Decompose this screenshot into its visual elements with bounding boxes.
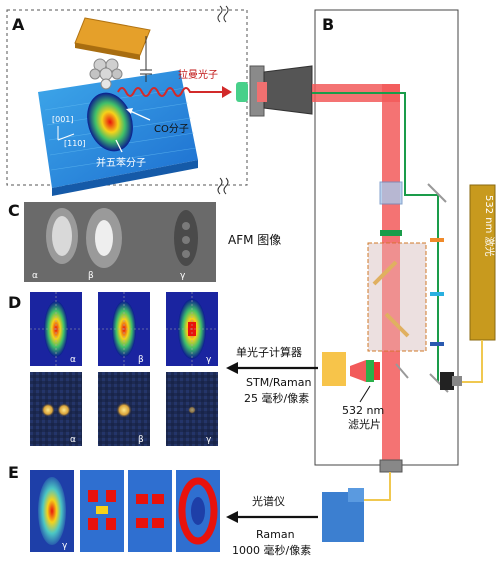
stm-tip	[89, 58, 123, 90]
raman-label-2: 1000 毫秒/像素	[232, 543, 311, 557]
heatmap-gamma-top	[166, 292, 218, 366]
raman-photon-arrow	[222, 86, 232, 98]
pentacene-label: 并五苯分子	[96, 156, 146, 169]
filter-blue	[430, 342, 444, 346]
laser-output-fiber	[452, 376, 462, 386]
filter-pointer	[359, 385, 371, 403]
laser-output	[440, 372, 454, 390]
green-beam	[312, 92, 439, 382]
panel-e-label: E	[8, 463, 19, 482]
afm-caption: AFM 图像	[228, 233, 281, 247]
beam-to-detector	[350, 360, 366, 382]
panel-a-frame	[6, 9, 248, 186]
d-top-label-beta: β	[138, 355, 144, 365]
filter-orange	[430, 238, 444, 242]
filter-532	[366, 360, 374, 382]
raman-photon-wave	[117, 87, 222, 97]
stm-map-beta	[98, 372, 150, 446]
panel-d-label: D	[8, 293, 21, 312]
afm-molecule-gamma	[174, 210, 198, 266]
d-bottom-label-gamma: γ	[206, 435, 212, 445]
raman-map-main	[30, 470, 74, 552]
single-photon-counter-label: 单光子计算器	[236, 345, 302, 359]
substrate-side	[52, 160, 198, 196]
mirror-bottom-left	[395, 363, 409, 379]
beam-splitter-top	[379, 181, 403, 205]
molecule-hotspot	[87, 92, 133, 152]
afm-label-gamma: γ	[180, 271, 186, 281]
break-mark-top	[217, 5, 229, 23]
d-bottom-label-alpha: α	[70, 435, 76, 445]
co-label: CO分子	[154, 123, 189, 135]
spectrometer-port	[348, 488, 364, 502]
spectrometer-fiber	[364, 472, 391, 501]
single-photon-detector	[322, 352, 346, 386]
afm-molecule-alpha	[46, 208, 78, 264]
filter-532-red	[374, 362, 380, 380]
break-mark-bottom	[217, 177, 229, 195]
filter-label-2: 滤光片	[348, 417, 381, 431]
pentacene-arrow	[115, 139, 123, 153]
laser-label: 532 nm 激光	[483, 195, 496, 257]
afm-molecule-beta	[86, 208, 122, 268]
beam-through-box	[382, 243, 400, 351]
raman-photon-label: 拉曼光子	[178, 68, 218, 81]
panel-c-label: C	[8, 201, 20, 220]
stm-raman-line1: STM/Raman	[246, 376, 311, 389]
stm-raman-line2: 25 毫秒/像素	[244, 391, 309, 405]
co-arrow-head	[126, 108, 133, 114]
d-top-label-alpha: α	[70, 355, 76, 365]
mirror-top-right	[427, 183, 447, 203]
mirror-box-1	[372, 260, 398, 286]
d-top-label-gamma: γ	[206, 355, 212, 365]
filter-cyan	[430, 292, 444, 296]
laser-fiber	[462, 340, 483, 383]
mirror-box-2	[384, 312, 410, 338]
afm-label-alpha: α	[32, 271, 38, 281]
panel-b-label: B	[322, 15, 334, 34]
laser-box	[469, 184, 496, 341]
raman-map-2	[128, 470, 172, 552]
filter-green-top	[380, 230, 402, 236]
raman-map-3	[176, 470, 220, 552]
dir-001-label: [001]	[52, 115, 74, 124]
heatmap-beta-top	[98, 292, 150, 366]
bottom-flange	[379, 459, 403, 473]
heatmap-alpha-top	[30, 292, 82, 366]
stm-tip-holder-side	[75, 43, 140, 60]
stm-map-alpha	[30, 372, 82, 446]
spectrometer-label: 光谱仪	[252, 494, 285, 508]
filter-label-1: 532 nm	[342, 404, 384, 417]
spectrometer-arrow-head	[226, 511, 238, 523]
stm-map-gamma	[166, 372, 218, 446]
raman-label-1: Raman	[256, 528, 295, 541]
lens-green	[236, 82, 248, 102]
objective-front	[257, 82, 267, 102]
detector-arrow-head	[226, 362, 238, 374]
axis-arrows	[57, 126, 75, 141]
afm-label-beta: β	[88, 271, 94, 281]
d-bottom-label-beta: β	[138, 435, 144, 445]
e-label-gamma: γ	[62, 541, 68, 551]
panel-a-label: A	[12, 15, 25, 34]
bias-wire	[140, 36, 152, 82]
objective	[263, 65, 313, 115]
dir-110-label: [110]	[64, 139, 86, 148]
raman-map-1	[80, 470, 124, 552]
